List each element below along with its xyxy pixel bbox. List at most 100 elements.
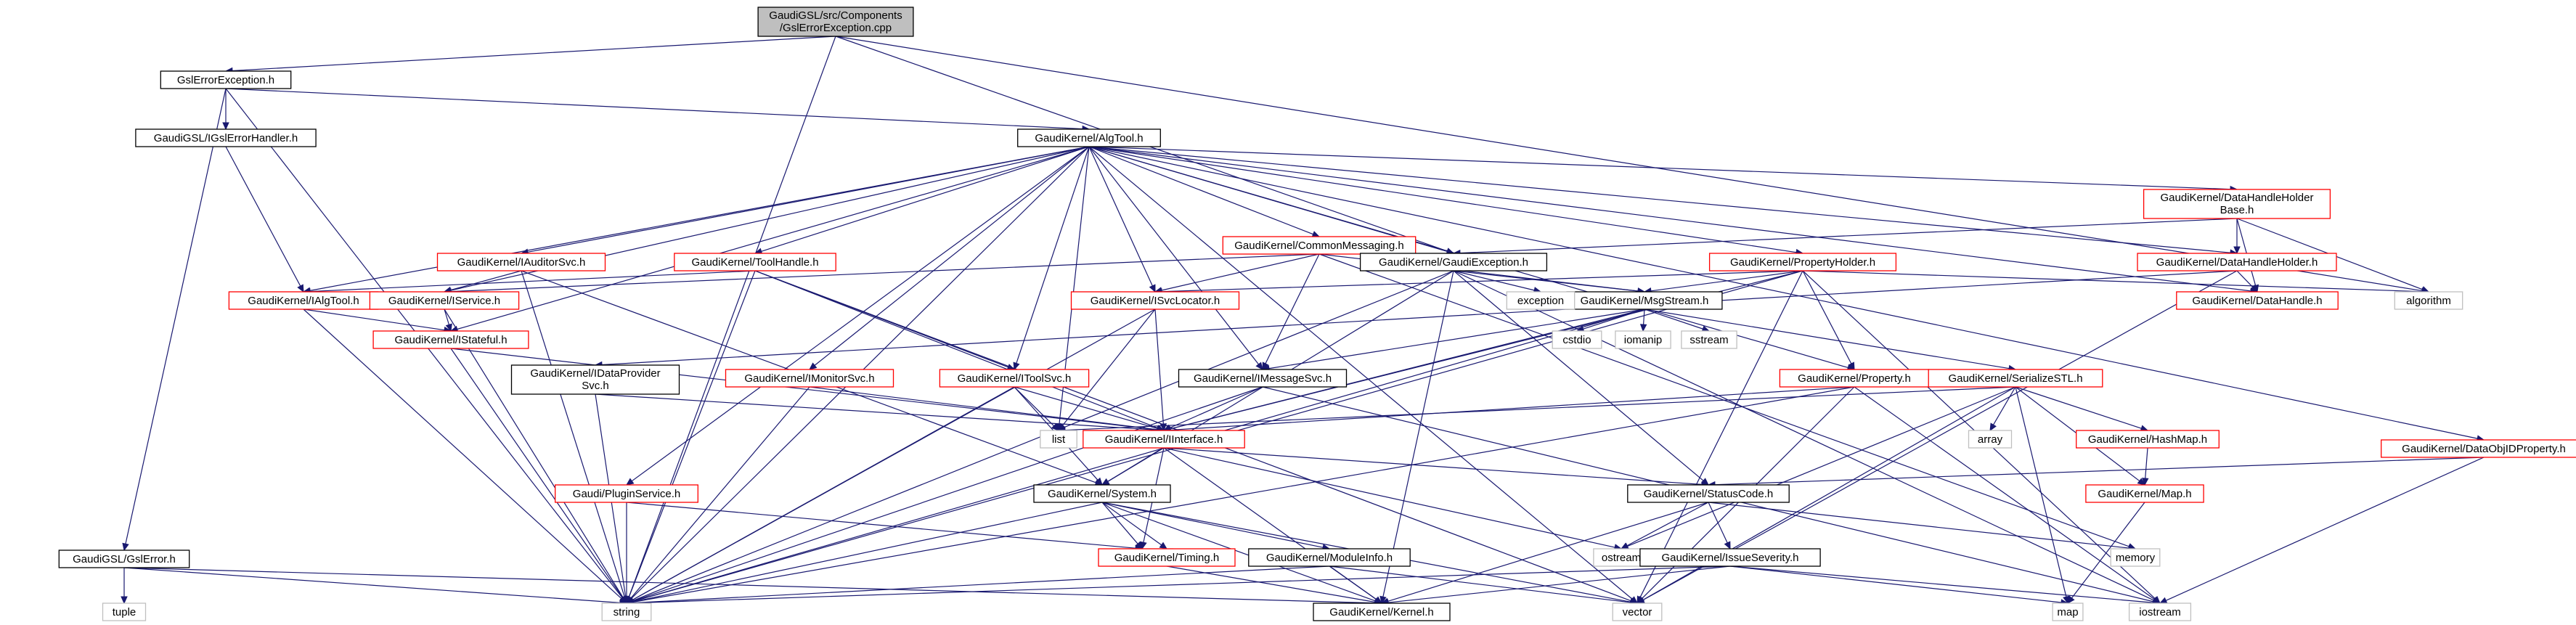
node-label: GaudiKernel/IMessageSvc.h xyxy=(1194,372,1332,385)
node-propholder[interactable]: GaudiKernel/PropertyHolder.h xyxy=(1708,253,1897,271)
node-label: GaudiKernel/GaudiException.h xyxy=(1379,256,1528,269)
node-box xyxy=(674,253,836,271)
edge-algtool-to-isvclocator xyxy=(1088,146,1153,287)
edge-arrowhead xyxy=(1848,361,1855,371)
edge-commonmsg-to-iservice xyxy=(450,253,1320,293)
edge-algtool-to-dataobjid xyxy=(1088,146,2478,439)
node-timing[interactable]: GaudiKernel/Timing.h xyxy=(1098,548,1236,567)
edge-arrowhead xyxy=(2233,246,2241,255)
edge-ialgtool-to-string xyxy=(303,309,622,600)
node-imessagesvc[interactable]: GaudiKernel/IMessageSvc.h xyxy=(1178,369,1348,388)
node-statuscode[interactable]: GaudiKernel/StatusCode.h xyxy=(1627,484,1790,503)
edge-moduleinfo-to-vector xyxy=(1329,565,1631,603)
edge-dataobjid-to-statuscode xyxy=(1714,457,2485,486)
edge-arrowhead xyxy=(1989,422,1997,432)
node-imonitorsvc[interactable]: GaudiKernel/IMonitorSvc.h xyxy=(725,369,894,388)
node-box xyxy=(1708,253,1897,271)
node-label: GaudiKernel/IInterface.h xyxy=(1105,433,1223,446)
node-label: Gaudi/PluginService.h xyxy=(573,488,680,500)
node-gslerror[interactable]: GaudiGSL/GslError.h xyxy=(58,550,190,568)
node-label: /GslErrorException.cpp xyxy=(780,22,892,34)
node-gslexc[interactable]: GslErrorException.h xyxy=(160,70,292,89)
node-label: GaudiKernel/CommonMessaging.h xyxy=(1234,240,1403,252)
node-vector: vector xyxy=(1612,602,1663,621)
edge-arrowhead xyxy=(1013,361,1020,371)
edge-arrowhead xyxy=(1149,284,1156,293)
node-box xyxy=(2110,548,2161,567)
edge-issueseverity-to-iostream xyxy=(1729,565,2154,603)
node-serializestl[interactable]: GaudiKernel/SerializeSTL.h xyxy=(1928,369,2103,388)
node-label: vector xyxy=(1623,606,1652,618)
node-property[interactable]: GaudiKernel/Property.h xyxy=(1779,369,1930,388)
node-dhholder[interactable]: GaudiKernel/DataHandleHolder.h xyxy=(2137,253,2337,271)
node-label: GaudiKernel/HashMap.h xyxy=(2088,433,2207,446)
node-root[interactable]: GaudiGSL/src/Components/GslErrorExceptio… xyxy=(757,7,914,37)
node-box xyxy=(102,602,147,621)
node-iservice[interactable]: GaudiKernel/IService.h xyxy=(369,291,520,310)
node-isvclocator[interactable]: GaudiKernel/ISvcLocator.h xyxy=(1070,291,1240,310)
node-commonmsg[interactable]: GaudiKernel/CommonMessaging.h xyxy=(1222,236,1417,255)
node-gkmap[interactable]: GaudiKernel/Map.h xyxy=(2085,484,2204,503)
graph-edges xyxy=(121,36,2485,607)
node-box xyxy=(1313,602,1451,621)
node-box xyxy=(369,291,520,310)
node-msgstream[interactable]: GaudiKernel/MsgStream.h xyxy=(1566,291,1723,310)
node-box xyxy=(1968,430,2013,449)
node-label: list xyxy=(1052,433,1066,446)
node-hashmap[interactable]: GaudiKernel/HashMap.h xyxy=(2076,430,2220,449)
node-istateful[interactable]: GaudiKernel/IStateful.h xyxy=(372,330,529,349)
graph-nodes: GaudiGSL/src/Components/GslErrorExceptio… xyxy=(58,7,2576,621)
edge-itoolsvc-to-string xyxy=(632,386,1015,601)
edge-system-to-moduleinfo xyxy=(1101,502,1324,548)
edge-gkmap-to-map xyxy=(2071,502,2145,599)
edge-algtool-to-vector xyxy=(1088,146,1633,600)
edge-isvclocator-to-list xyxy=(1062,309,1156,426)
edge-imessagesvc-to-iinterface xyxy=(1169,386,1263,428)
node-iomanip: iomanip xyxy=(1615,330,1671,349)
node-iauditorsvc[interactable]: GaudiKernel/IAuditorSvc.h xyxy=(436,253,606,271)
node-algtool[interactable]: GaudiKernel/AlgTool.h xyxy=(1017,128,1161,147)
edge-arrowhead xyxy=(297,284,304,293)
node-moduleinfo[interactable]: GaudiKernel/ModuleInfo.h xyxy=(1248,548,1411,567)
node-ialgtool[interactable]: GaudiKernel/IAlgTool.h xyxy=(228,291,379,310)
node-itoolsvc[interactable]: GaudiKernel/IToolSvc.h xyxy=(939,369,1090,388)
node-label: GaudiKernel/StatusCode.h xyxy=(1644,488,1773,500)
edge-arrowhead xyxy=(1135,541,1143,550)
node-label: GaudiKernel/Timing.h xyxy=(1114,552,1220,564)
edge-gaudiexc-to-iostream xyxy=(1453,270,2155,601)
node-box xyxy=(2381,439,2576,458)
node-toolhandle[interactable]: GaudiKernel/ToolHandle.h xyxy=(674,253,836,271)
node-dataobjid[interactable]: GaudiKernel/DataObjIDProperty.h xyxy=(2381,439,2576,458)
node-kernel[interactable]: GaudiKernel/Kernel.h xyxy=(1313,602,1451,621)
edge-itoolsvc-to-iinterface xyxy=(1014,386,1158,430)
node-pluginsvc[interactable]: Gaudi/PluginService.h xyxy=(555,484,698,503)
edge-arrowhead xyxy=(1374,596,1383,604)
node-box xyxy=(1681,330,1737,349)
node-datahandle[interactable]: GaudiKernel/DataHandle.h xyxy=(2176,291,2339,310)
node-system[interactable]: GaudiKernel/System.h xyxy=(1033,484,1171,503)
node-box xyxy=(372,330,529,349)
edge-msgstream-to-string xyxy=(632,309,1645,602)
node-gaudiexc[interactable]: GaudiKernel/GaudiException.h xyxy=(1359,253,1548,271)
node-igslhandler[interactable]: GaudiGSL/IGslErrorHandler.h xyxy=(135,128,317,147)
node-label: GaudiKernel/DataHandleHolder xyxy=(2161,192,2314,204)
edge-arrowhead xyxy=(122,542,129,552)
edge-propholder-to-algorithm xyxy=(1802,270,2423,293)
node-label: GaudiGSL/src/Components xyxy=(769,9,902,22)
edge-arrowhead xyxy=(1095,477,1103,486)
node-memory: memory xyxy=(2110,548,2161,567)
edge-statuscode-to-memory xyxy=(1708,502,2129,549)
edge-arrowhead xyxy=(623,596,630,605)
node-algorithm: algorithm xyxy=(2394,291,2463,310)
node-label: GaudiGSL/IGslErrorHandler.h xyxy=(154,132,298,144)
edge-dhholder-to-idataprov xyxy=(601,270,2238,366)
edge-gslexc-to-algtool xyxy=(225,88,1083,130)
node-iinterface[interactable]: GaudiKernel/IInterface.h xyxy=(1083,430,1245,449)
edge-msgstream-to-serializestl xyxy=(1644,309,2010,369)
node-label: GaudiKernel/Map.h xyxy=(2098,488,2191,500)
node-issueseverity[interactable]: GaudiKernel/IssueSeverity.h xyxy=(1639,548,1821,567)
node-box xyxy=(1928,369,2103,388)
edge-issueseverity-to-kernel xyxy=(1387,565,1731,603)
